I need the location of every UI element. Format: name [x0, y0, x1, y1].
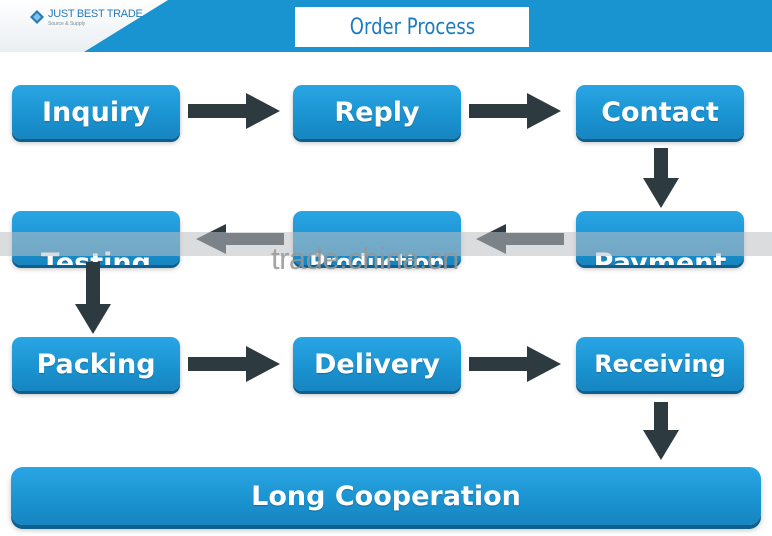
watermark-band — [0, 232, 772, 256]
page-title: Order Process — [349, 14, 475, 40]
step-reply: Reply — [293, 85, 461, 139]
arrow-right-icon — [188, 93, 280, 129]
step-label: Inquiry — [42, 96, 150, 128]
step-packing: Packing — [12, 337, 180, 391]
brand-tagline: Source & Supply — [48, 21, 86, 27]
arrow-down-icon — [643, 148, 679, 208]
arrow-down-icon — [643, 402, 679, 460]
page-title-box: Order Process — [295, 7, 529, 47]
step-label: Reply — [334, 96, 420, 128]
step-delivery: Delivery — [293, 337, 461, 391]
final-step-label: Long Cooperation — [251, 480, 521, 512]
step-label: Packing — [36, 348, 156, 380]
brand-mark-icon — [30, 10, 44, 24]
arrow-right-icon — [188, 346, 280, 382]
step-label: Contact — [601, 96, 719, 128]
step-label: Delivery — [313, 348, 441, 380]
step-contact: Contact — [576, 85, 744, 139]
brand-name: JUST BEST TRADE — [48, 8, 143, 20]
step-receiving: Receiving — [576, 337, 744, 391]
arrow-right-icon — [469, 346, 561, 382]
watermark-text: trade.china.cn — [271, 241, 459, 276]
arrow-down-icon — [75, 262, 111, 334]
arrow-right-icon — [469, 93, 561, 129]
step-label: Receiving — [594, 350, 726, 378]
step-long-cooperation: Long Cooperation — [11, 467, 761, 525]
brand-logo: JUST BEST TRADE Source & Supply — [30, 9, 143, 27]
step-inquiry: Inquiry — [12, 85, 180, 139]
